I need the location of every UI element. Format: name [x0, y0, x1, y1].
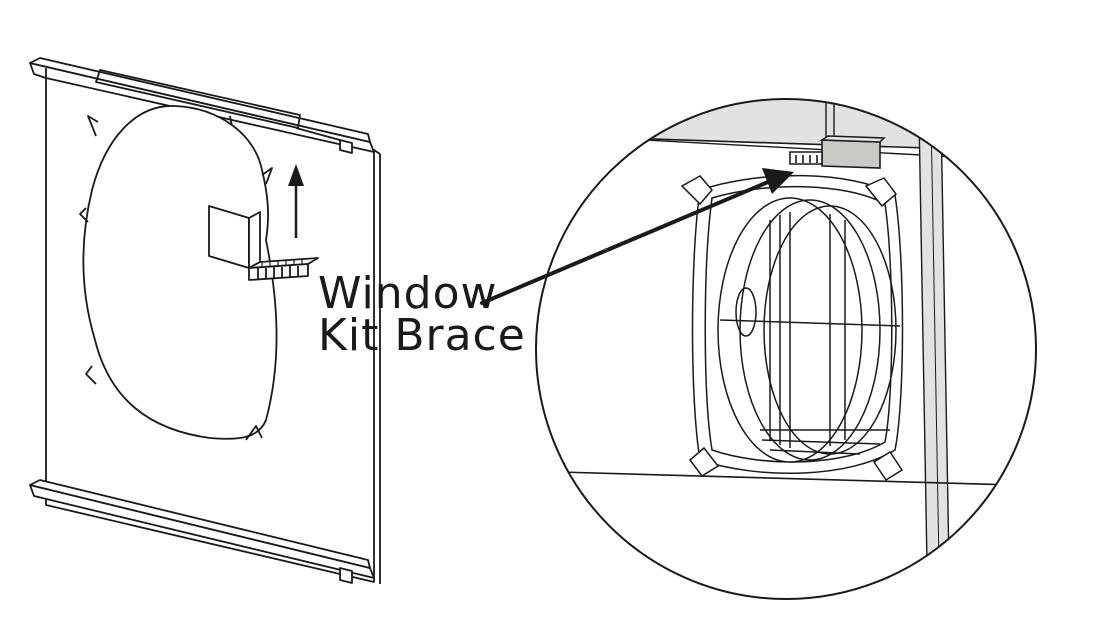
- zoom-detail: [535, 98, 1037, 600]
- zoom-circle-outline: [535, 98, 1037, 600]
- callout-label-line2: Kit Brace: [318, 310, 526, 361]
- exhaust-adapter: [680, 174, 904, 482]
- window-kit-brace: [789, 135, 886, 169]
- callout-label-line1: Window: [318, 268, 498, 319]
- bottom-rail: [29, 479, 375, 584]
- top-rail: [29, 57, 375, 154]
- callout-pointer-arrow: [480, 168, 794, 305]
- window-kit-panel: [29, 57, 381, 584]
- install-direction-arrow: [288, 164, 304, 238]
- brace-illustration: [208, 205, 319, 281]
- window-sill: [536, 99, 1036, 153]
- window-frame: [917, 99, 951, 599]
- exhaust-opening: [82, 105, 278, 440]
